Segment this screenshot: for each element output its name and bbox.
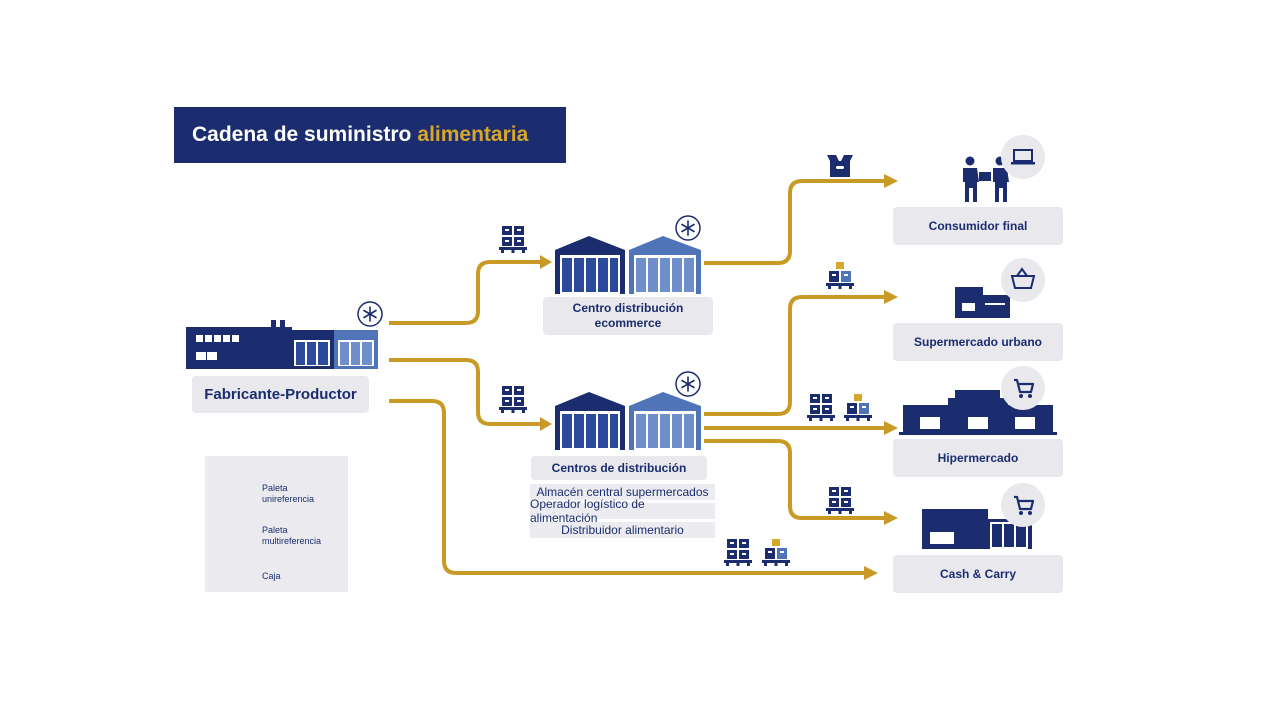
multi-reference-pallet-icon	[826, 262, 854, 289]
legend-item-label: Paleta unireferencia	[262, 483, 315, 504]
factory-icon	[186, 320, 378, 369]
final-consumer-label: Consumidor final	[893, 207, 1063, 245]
single-reference-pallet-icon	[499, 226, 527, 253]
cart-badge	[1001, 366, 1045, 410]
laptop-icon	[1001, 135, 1045, 179]
basket-icon	[1001, 258, 1045, 302]
distribution-type-item: Operador logístico de alimentación	[530, 497, 715, 525]
arrowheads	[540, 174, 898, 580]
urban-supermarket-label: Supermercado urbano	[893, 323, 1063, 361]
snowflake-icon	[357, 301, 383, 327]
flow-to-ecommerce	[389, 260, 540, 325]
snowflake-icon	[675, 371, 701, 397]
ecommerce-center-label: Centro distribución ecommerce	[543, 297, 713, 335]
flow-to-consumer	[704, 179, 886, 265]
distribution-type-item: Distribuidor alimentario	[530, 522, 715, 538]
single-reference-pallet-icon	[499, 386, 527, 413]
title-main: Cadena de suministro	[192, 123, 412, 146]
consumer-handover-icon	[963, 156, 1009, 202]
flow-to-cash-carry	[704, 439, 886, 520]
snowflake-icon	[675, 215, 701, 241]
legend: Paleta unireferencia Paleta multireferen…	[205, 456, 348, 592]
manufacturer-label: Fabricante-Productor	[192, 376, 369, 413]
single-reference-pallet-icon	[724, 539, 752, 566]
flow-to-cash-carry-direct	[389, 399, 866, 575]
flow-to-urban-supermarket	[704, 295, 886, 416]
distribution-type-item: Almacén central supermercados	[530, 484, 715, 500]
flow-to-distribution	[389, 358, 540, 426]
legend-item-label: Caja	[262, 571, 281, 581]
single-reference-pallet-icon	[807, 394, 835, 421]
legend-item-label: Paleta multireferencia	[262, 525, 322, 546]
hypermarket-label: Hipermercado	[893, 439, 1063, 477]
hypermarket-icon	[899, 390, 1057, 435]
multi-reference-pallet-icon	[844, 394, 872, 421]
box-icon	[827, 155, 853, 177]
cash-carry-label: Cash & Carry	[893, 555, 1063, 593]
title-accent: alimentaria	[417, 123, 529, 146]
ecommerce-warehouse-icon	[555, 236, 701, 294]
cart-badge	[1001, 483, 1045, 527]
single-reference-pallet-icon	[826, 487, 854, 514]
page-title: Cadena de suministro alimentaria	[174, 107, 566, 163]
distribution-centers-label: Centros de distribución	[531, 456, 707, 480]
multi-reference-pallet-icon	[762, 539, 790, 566]
flow-lines	[389, 179, 886, 575]
urban-supermarket-icon	[955, 287, 1010, 318]
distribution-warehouse-icon	[555, 392, 701, 450]
